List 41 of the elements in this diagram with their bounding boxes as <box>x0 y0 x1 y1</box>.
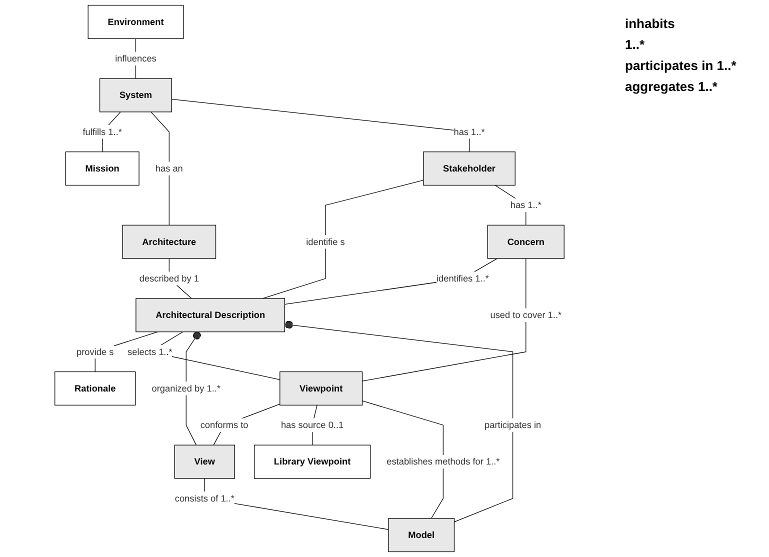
edge-label: fulfills 1..* <box>82 126 122 137</box>
node-box: Mission <box>65 152 140 186</box>
role-label: inhabits <box>625 16 676 31</box>
node-box: Concern <box>487 224 564 259</box>
connector <box>171 98 470 152</box>
edge-label: used to cover 1..* <box>490 310 562 320</box>
edge-label: selects 1..* <box>128 346 172 357</box>
node-box: Model <box>388 518 455 552</box>
connector <box>262 180 424 299</box>
connector <box>186 332 201 446</box>
edge-label: establishes methods for 1..* <box>386 456 500 467</box>
node-box: View <box>174 444 235 479</box>
node-box: Rationale <box>54 371 136 406</box>
role-label: 1..* <box>625 37 646 52</box>
edge-label: has 1..* <box>510 200 542 210</box>
connector <box>284 258 498 305</box>
node-box: Viewpoint <box>280 371 363 406</box>
edge-label: has source 0..1 <box>280 420 344 430</box>
connector <box>362 400 444 519</box>
edge-label: provide s <box>76 346 114 357</box>
edge-label: organized by 1..* <box>152 382 221 394</box>
edge-label: has an <box>155 162 183 174</box>
node-box: Stakeholder <box>423 152 516 186</box>
node-box: Library Viewpoint <box>254 444 371 479</box>
connector <box>150 112 170 226</box>
role-label: aggregates 1..* <box>625 79 718 94</box>
connector <box>362 258 526 382</box>
node-box: System <box>99 78 172 112</box>
role-label: participates in 1..* <box>625 58 738 73</box>
node-box: Environment <box>88 4 184 39</box>
node-box: Architecture <box>122 224 216 259</box>
edge-label: participates in <box>484 420 542 430</box>
connector <box>284 320 514 522</box>
edge-label: identifie s <box>306 236 345 247</box>
edge-label: conforms to <box>200 420 248 430</box>
edge-label: consists of 1..* <box>174 492 234 504</box>
edge-label: influences <box>115 53 156 64</box>
edge-label: described by 1 <box>139 272 199 284</box>
node-box: Architectural Description <box>136 298 286 332</box>
edge-label: identifies 1..* <box>436 272 489 284</box>
edge-label: has 1..* <box>454 126 485 137</box>
